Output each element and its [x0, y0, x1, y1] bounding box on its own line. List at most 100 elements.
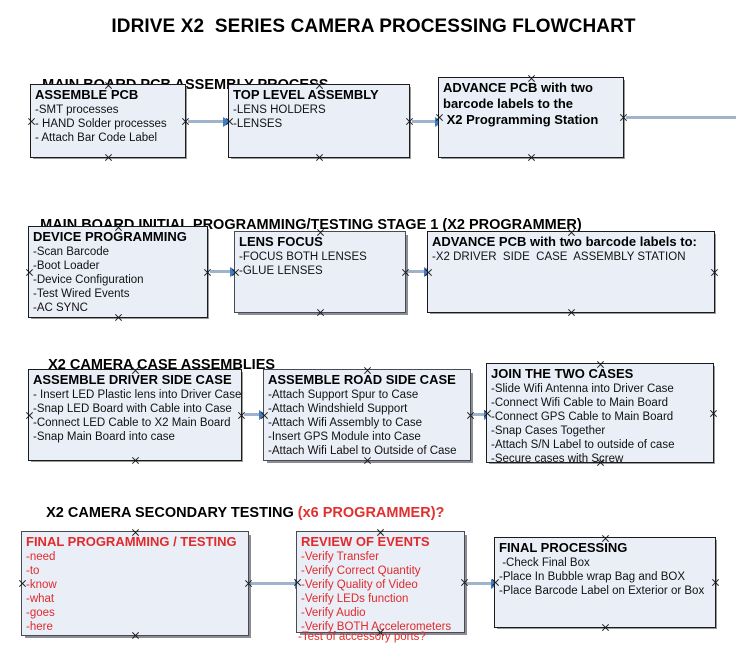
connector-handle-bottom[interactable] — [315, 153, 324, 162]
box-line: -Insert GPS Module into Case — [268, 431, 421, 443]
box-line: -here — [26, 621, 53, 633]
connector-handle-top[interactable] — [315, 81, 324, 90]
box-line: -Snap Main Board into case — [33, 431, 175, 443]
box-line: -Verify BOTH Accelerometers — [301, 621, 452, 633]
connector-handle-left[interactable] — [435, 113, 444, 122]
connector-handle-top[interactable] — [316, 228, 325, 237]
box-line: -Device Configuration — [33, 274, 144, 286]
arrow-driver-side-to-road-side — [244, 409, 267, 420]
box-advance-pcb-programming-station[interactable]: ADVANCE PCB with two barcode labels to t… — [438, 77, 624, 158]
box-line: -Test Wired Events — [33, 288, 130, 300]
box-line: X2 Programming Station — [443, 112, 599, 127]
box-line: - Insert LED Plastic lens into Driver Ca… — [33, 389, 242, 401]
box-line: -SMT processes — [35, 104, 119, 116]
box-line: -Connect GPS Cable to Main Board — [491, 411, 674, 423]
box-line: -Attach Support Spur to Case — [268, 389, 419, 401]
connector-handle-bottom[interactable] — [596, 458, 605, 467]
connector-handle-left[interactable] — [25, 268, 34, 277]
box-line: -LENSES — [233, 118, 283, 130]
box-line: -Connect Wifi Cable to Main Board — [491, 397, 669, 409]
box-line: -FOCUS BOTH LENSES — [239, 251, 367, 263]
arrow-lens-focus-to-advance-pcb-driver-side — [408, 266, 432, 277]
connector-handle-bottom[interactable] — [601, 623, 610, 632]
box-line: -need — [26, 551, 56, 563]
connector-handle-right[interactable] — [711, 578, 720, 587]
connector-handle-left[interactable] — [483, 409, 492, 418]
connector-handle-top[interactable] — [104, 81, 113, 90]
box-line: - HAND Solder processes — [35, 118, 167, 130]
connector-handle-bottom[interactable] — [104, 153, 113, 162]
box-final-processing[interactable]: FINAL PROCESSING -Check Final Box -Place… — [494, 537, 716, 628]
connector-handle-left[interactable] — [231, 268, 240, 277]
connector-handle-left[interactable] — [25, 411, 34, 420]
box-line: - Attach Bar Code Label — [35, 132, 158, 144]
connector-handle-left[interactable] — [18, 579, 27, 588]
connector-handle-left[interactable] — [27, 117, 36, 126]
box-advance-pcb-driver-side-case[interactable]: ADVANCE PCB with two barcode labels to: … — [427, 231, 715, 313]
arrow-assemble-pcb-to-top-level-assembly — [188, 116, 231, 127]
box-lens-focus[interactable]: LENS FOCUS -FOCUS BOTH LENSES -GLUE LENS… — [234, 231, 406, 313]
page-title: IDRIVE X2 SERIES CAMERA PROCESSING FLOWC… — [111, 16, 636, 37]
connector-handle-bottom[interactable] — [316, 308, 325, 317]
box-title: FINAL PROCESSING — [499, 540, 628, 555]
box-line: -Scan Barcode — [33, 246, 110, 258]
box-title: ASSEMBLE DRIVER SIDE CASE — [33, 372, 232, 387]
connector-handle-bottom[interactable] — [131, 456, 140, 465]
arrow-device-programming-to-lens-focus — [210, 266, 238, 277]
box-line: -Slide Wifi Antenna into Driver Case — [491, 383, 674, 395]
connector-handle-top[interactable] — [131, 366, 140, 375]
box-final-programming-testing[interactable]: FINAL PROGRAMMING / TESTING -need -to -k… — [21, 531, 249, 636]
arrow-final-programming-to-review-of-events — [251, 578, 303, 589]
box-line: -Verify LEDs function — [301, 593, 409, 605]
box-assemble-pcb[interactable]: ASSEMBLE PCB -SMT processes - HAND Solde… — [30, 84, 186, 158]
connector-handle-top[interactable] — [527, 74, 536, 83]
connector-handle-top[interactable] — [363, 366, 372, 375]
box-line: -Verify Quality of Video — [301, 579, 418, 591]
box-line: -Boot Loader — [33, 260, 100, 272]
box-line: -LENS HOLDERS — [233, 104, 326, 116]
connector-handle-top[interactable] — [131, 528, 140, 537]
box-line: -GLUE LENSES — [239, 265, 323, 277]
connector-handle-top[interactable] — [114, 223, 123, 232]
box-line: barcode labels to the — [443, 96, 574, 111]
box-line: -X2 DRIVER SIDE CASE ASSEMBLY STATION — [432, 251, 686, 263]
connector-handle-left[interactable] — [260, 411, 269, 420]
box-line: -goes — [26, 607, 55, 619]
connector-handle-bottom[interactable] — [363, 456, 372, 465]
box-title: REVIEW OF EVENTS — [301, 534, 430, 549]
box-review-of-events[interactable]: REVIEW OF EVENTS -Verify Transfer -Verif… — [296, 531, 465, 633]
box-line: -AC SYNC — [33, 302, 88, 314]
arrow-top-level-assembly-to-advance-pcb — [412, 116, 443, 127]
box-join-the-two-cases[interactable]: JOIN THE TWO CASES -Slide Wifi Antenna i… — [483, 360, 714, 465]
box-title: FINAL PROGRAMMING / TESTING — [26, 534, 237, 549]
box-line: -Verify Audio — [301, 607, 366, 619]
arrow-review-of-events-to-final-processing — [467, 578, 499, 589]
connector-handle-left[interactable] — [424, 268, 433, 277]
box-line: -Attach Wifi Label to Outside of Case — [268, 445, 457, 457]
connector-handle-bottom[interactable] — [527, 153, 536, 162]
connector-handle-left[interactable] — [293, 578, 302, 587]
connector-handle-bottom[interactable] — [114, 313, 123, 322]
box-title: ADVANCE PCB with two — [443, 80, 593, 95]
connector-handle-top[interactable] — [596, 360, 605, 369]
box-top-level-assembly[interactable]: TOP LEVEL ASSEMBLY -LENS HOLDERS -LENSES — [228, 84, 410, 158]
connector-handle-top[interactable] — [567, 228, 576, 237]
box-line: -what — [26, 593, 55, 605]
box-line: -Attach S/N Label to outside of case — [491, 439, 675, 451]
box-line: -Attach Wifi Assembly to Case — [268, 417, 423, 429]
box-assemble-driver-side-case[interactable]: ASSEMBLE DRIVER SIDE CASE - Insert LED P… — [28, 369, 242, 461]
connector-handle-right[interactable] — [710, 268, 719, 277]
box-device-programming[interactable]: DEVICE PROGRAMMING -Scan Barcode -Boot L… — [28, 226, 208, 318]
box-assemble-road-side-case[interactable]: ASSEMBLE ROAD SIDE CASE -Attach Support … — [263, 369, 471, 461]
box-line: -Place Barcode Label on Exterior or Box — [499, 585, 705, 597]
connector-handle-left[interactable] — [225, 117, 234, 126]
box-line: -Secure cases with Screw — [491, 453, 624, 465]
connector-handle-top[interactable] — [376, 528, 385, 537]
section-header-accent: (x6 PROGRAMMER)? — [297, 505, 445, 521]
connector-handle-bottom[interactable] — [567, 308, 576, 317]
connector-handle-bottom[interactable] — [131, 631, 140, 640]
connector-handle-right[interactable] — [709, 409, 718, 418]
connector-handle-top[interactable] — [601, 534, 610, 543]
connector-handle-left[interactable] — [491, 578, 500, 587]
